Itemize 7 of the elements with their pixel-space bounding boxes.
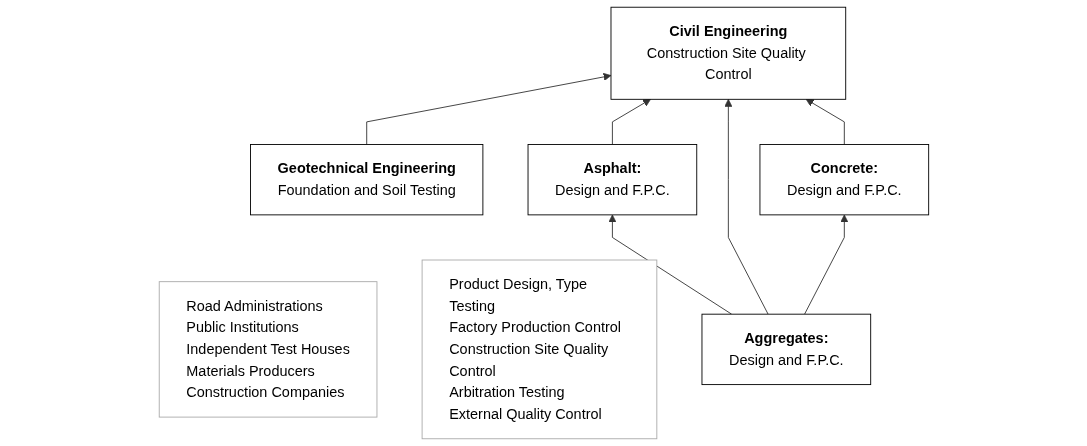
node-box: Asphalt: Design and F.P.C. <box>527 144 697 216</box>
node-box: Concrete: Design and F.P.C. <box>759 144 929 216</box>
node-box: Road Administrations Public Institutions Independent Test Houses Materials Producers Construction Companies <box>158 281 377 418</box>
node-box: Aggregates: Design and F.P.C. <box>701 313 871 386</box>
node-box: Product Design, Type Testing Factory Production Control Construction Site Quality Control Arbitration Testing External Quality Control <box>421 259 657 440</box>
node-box: Geotechnical Engineering Foundation and Soil Testing <box>249 144 483 216</box>
node-box: Civil Engineering Construction Site Quality Control <box>610 6 846 100</box>
